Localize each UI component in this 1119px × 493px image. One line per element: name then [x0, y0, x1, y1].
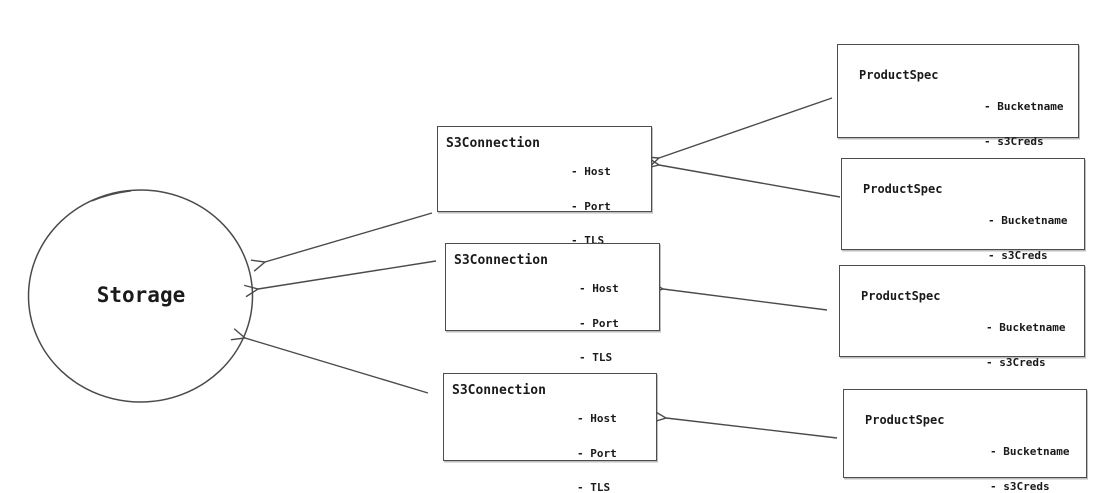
attribute-s3creds: - s3Creds: [990, 479, 1050, 493]
product-spec-4-attributes: - Bucketname - s3Creds: [990, 423, 1069, 493]
attribute-host: - Host: [579, 282, 619, 295]
attribute-s3creds: - s3Creds: [986, 355, 1046, 369]
product-spec-4-title: ProductSpec: [865, 413, 945, 427]
s3-connection-1-title: S3Connection: [446, 136, 540, 151]
arrow-productspec2-to-s3connection1: [645, 156, 841, 198]
s3-connection-box-1: S3Connection - Host - Port - TLS: [437, 126, 652, 246]
s3-connection-3-attributes: - Host - Port - TLS: [577, 390, 617, 493]
s3-connection-3-title: S3Connection: [452, 383, 546, 398]
attribute-tls: - TLS: [571, 234, 605, 247]
attribute-bucketname: - Bucketname: [986, 321, 1066, 334]
attribute-host: - Host: [577, 412, 617, 425]
storage-node-label: Storage: [96, 283, 186, 307]
product-spec-3-title: ProductSpec: [861, 289, 941, 303]
attribute-port: - Port: [577, 446, 617, 460]
arrow-productspec1-to-s3connection1: [644, 97, 833, 168]
arrow-s3connection2-to-storage: [244, 260, 437, 298]
arrow-s3connection1-to-storage: [250, 212, 433, 272]
attribute-bucketname: - Bucketname: [990, 445, 1070, 458]
attribute-port: - Port: [579, 316, 619, 330]
attribute-host: - Host: [571, 165, 611, 178]
s3-connection-box-2: S3Connection - Host - Port - TLS: [445, 243, 660, 363]
s3-connection-box-3: S3Connection - Host - Port - TLS: [443, 373, 657, 493]
attribute-tls: - TLS: [579, 351, 613, 364]
product-spec-box-2: ProductSpec - Bucketname - s3Creds: [841, 158, 1085, 261]
product-spec-1-title: ProductSpec: [859, 68, 939, 82]
arrow-productspec4-to-s3connection3: [652, 410, 838, 439]
product-spec-box-4: ProductSpec - Bucketname - s3Creds: [843, 389, 1087, 492]
product-spec-box-1: ProductSpec - Bucketname - s3Creds: [837, 44, 1079, 147]
product-spec-2-attributes: - Bucketname - s3Creds: [988, 192, 1067, 284]
attribute-s3creds: - s3Creds: [988, 248, 1048, 262]
s3-connection-2-title: S3Connection: [454, 253, 548, 268]
attribute-tls: - TLS: [577, 481, 611, 493]
product-spec-box-3: ProductSpec - Bucketname - s3Creds: [839, 265, 1085, 368]
arrow-s3connection3-to-storage: [230, 328, 429, 394]
s3-connection-1-attributes: - Host - Port - TLS: [571, 143, 611, 270]
arrow-productspec3-to-s3connection2: [649, 281, 828, 311]
product-spec-2-title: ProductSpec: [863, 182, 943, 196]
s3-connection-2-attributes: - Host - Port - TLS: [579, 260, 619, 387]
circle-sketch-overlap: [91, 190, 132, 202]
product-spec-1-attributes: - Bucketname - s3Creds: [984, 78, 1063, 170]
attribute-port: - Port: [571, 199, 611, 213]
attribute-s3creds: - s3Creds: [984, 134, 1044, 148]
attribute-bucketname: - Bucketname: [984, 100, 1064, 113]
attribute-bucketname: - Bucketname: [988, 214, 1068, 227]
product-spec-3-attributes: - Bucketname - s3Creds: [986, 299, 1065, 391]
